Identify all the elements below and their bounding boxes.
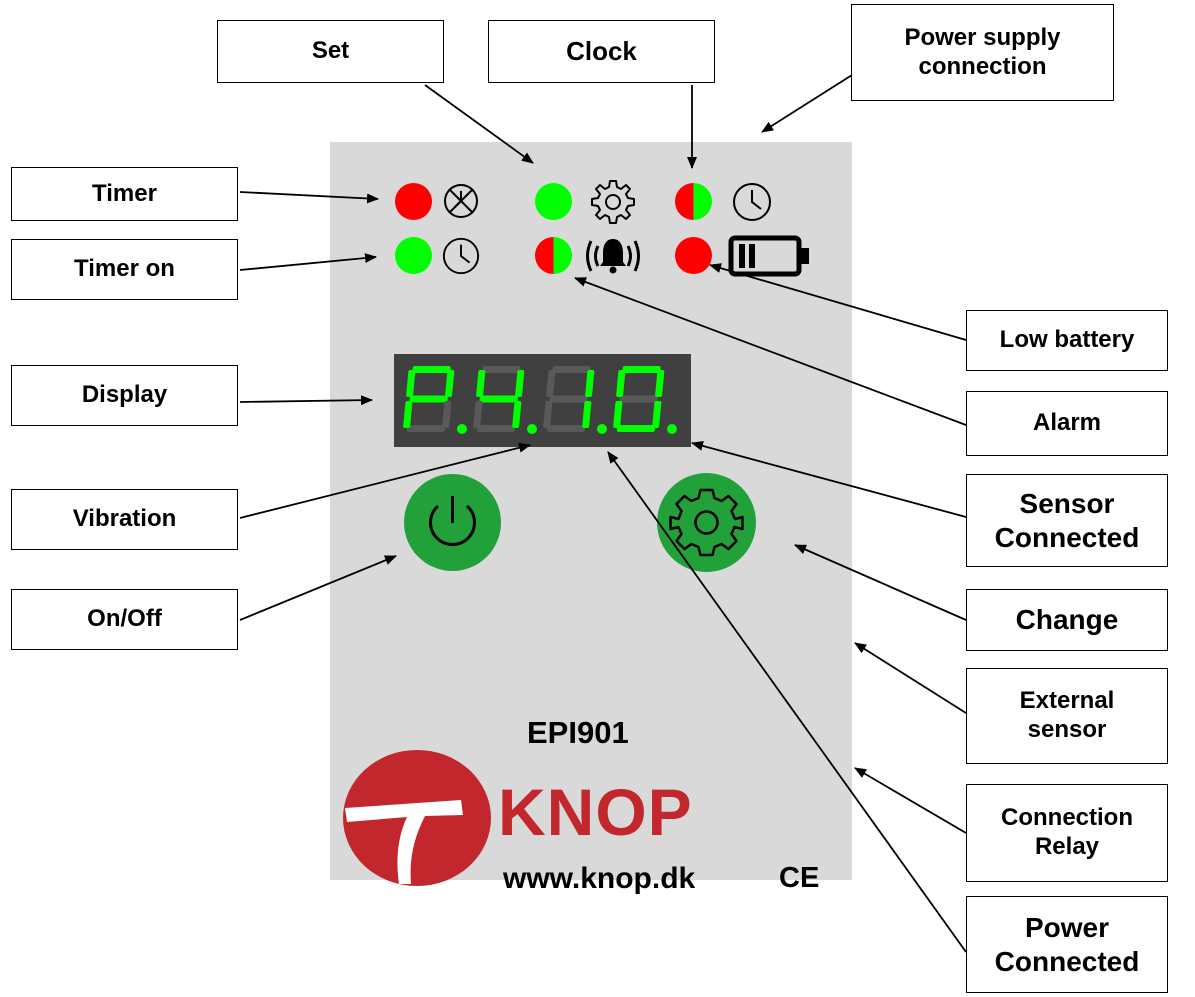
- callout-clock: Clock: [488, 20, 715, 83]
- segment-1-g: [409, 395, 448, 403]
- callout-alarm: Alarm: [966, 391, 1168, 456]
- callout-power-supply-connection: Power supply connection: [851, 4, 1114, 101]
- segment-1-d: [406, 425, 446, 432]
- callout-sensor-connected: Sensor Connected: [966, 474, 1168, 567]
- callout-change: Change: [966, 589, 1168, 651]
- segment-2-f: [476, 370, 486, 397]
- segment-1-a: [412, 366, 451, 373]
- segment-4-e: [613, 401, 623, 428]
- segment-3-e: [543, 401, 553, 428]
- seven-segment-display: [394, 354, 691, 447]
- callout-timer: Timer: [11, 167, 238, 221]
- callout-on-off: On/Off: [11, 589, 238, 650]
- low-battery-led: [675, 237, 712, 274]
- display-digits: [403, 366, 677, 434]
- segment-4-a: [622, 366, 661, 373]
- decimal-point-1: [457, 424, 467, 434]
- timer-off-icon: [444, 184, 478, 218]
- decimal-point-2: [527, 424, 537, 434]
- segment-3-g: [549, 395, 588, 403]
- segment-2-d: [476, 425, 516, 432]
- callout-connection-relay: Connection Relay: [966, 784, 1168, 882]
- segment-1-f: [406, 370, 416, 397]
- segment-3-b: [585, 370, 595, 397]
- callout-external-sensor: External sensor: [966, 668, 1168, 764]
- clock-led: [675, 183, 712, 220]
- segment-2-g: [479, 395, 518, 403]
- arrow-external-sensor: [854, 642, 967, 714]
- ce-mark: CE: [779, 862, 820, 894]
- clock-icon: [442, 237, 480, 275]
- segment-3-d: [546, 425, 586, 432]
- on-off-button[interactable]: [404, 474, 501, 571]
- segment-1-c: [442, 401, 452, 428]
- gear-icon: [591, 180, 635, 224]
- arrow-power-supply: [761, 74, 853, 133]
- alarm-bell-icon: [586, 239, 640, 274]
- power-icon: [429, 496, 476, 547]
- segment-4-c: [652, 401, 662, 428]
- set-led: [535, 183, 572, 220]
- timer-on-led: [395, 237, 432, 274]
- segment-3-a: [552, 366, 591, 373]
- segment-4-f: [616, 370, 626, 397]
- timer-led: [395, 183, 432, 220]
- model-name: EPI901: [527, 715, 629, 750]
- segment-3-f: [546, 370, 556, 397]
- segment-4-b: [655, 370, 665, 397]
- knop-logo-icon: [343, 750, 491, 886]
- gear-icon: [669, 488, 744, 557]
- clock-icon: [733, 183, 771, 221]
- website-url: www.knop.dk: [503, 862, 696, 895]
- battery-low-icon: [728, 235, 809, 277]
- alarm-led: [535, 237, 572, 274]
- arrow-connection-relay: [854, 767, 967, 834]
- segment-2-a: [482, 366, 521, 373]
- segment-1-b: [445, 370, 455, 397]
- callout-set: Set: [217, 20, 444, 83]
- callout-vibration: Vibration: [11, 489, 238, 550]
- decimal-point-4: [667, 424, 677, 434]
- callout-display: Display: [11, 365, 238, 426]
- segment-2-e: [473, 401, 483, 428]
- callout-timer-on: Timer on: [11, 239, 238, 300]
- segment-1-e: [403, 401, 413, 428]
- segment-2-b: [515, 370, 525, 397]
- segment-3-c: [582, 401, 592, 428]
- callout-power-connected: Power Connected: [966, 896, 1168, 993]
- segment-2-c: [512, 401, 522, 428]
- segment-4-d: [616, 425, 656, 432]
- brand-name: KNOP: [498, 775, 693, 849]
- callout-low-battery: Low battery: [966, 310, 1168, 371]
- segment-4-g: [619, 395, 658, 403]
- decimal-point-3: [597, 424, 607, 434]
- change-button[interactable]: [657, 473, 756, 572]
